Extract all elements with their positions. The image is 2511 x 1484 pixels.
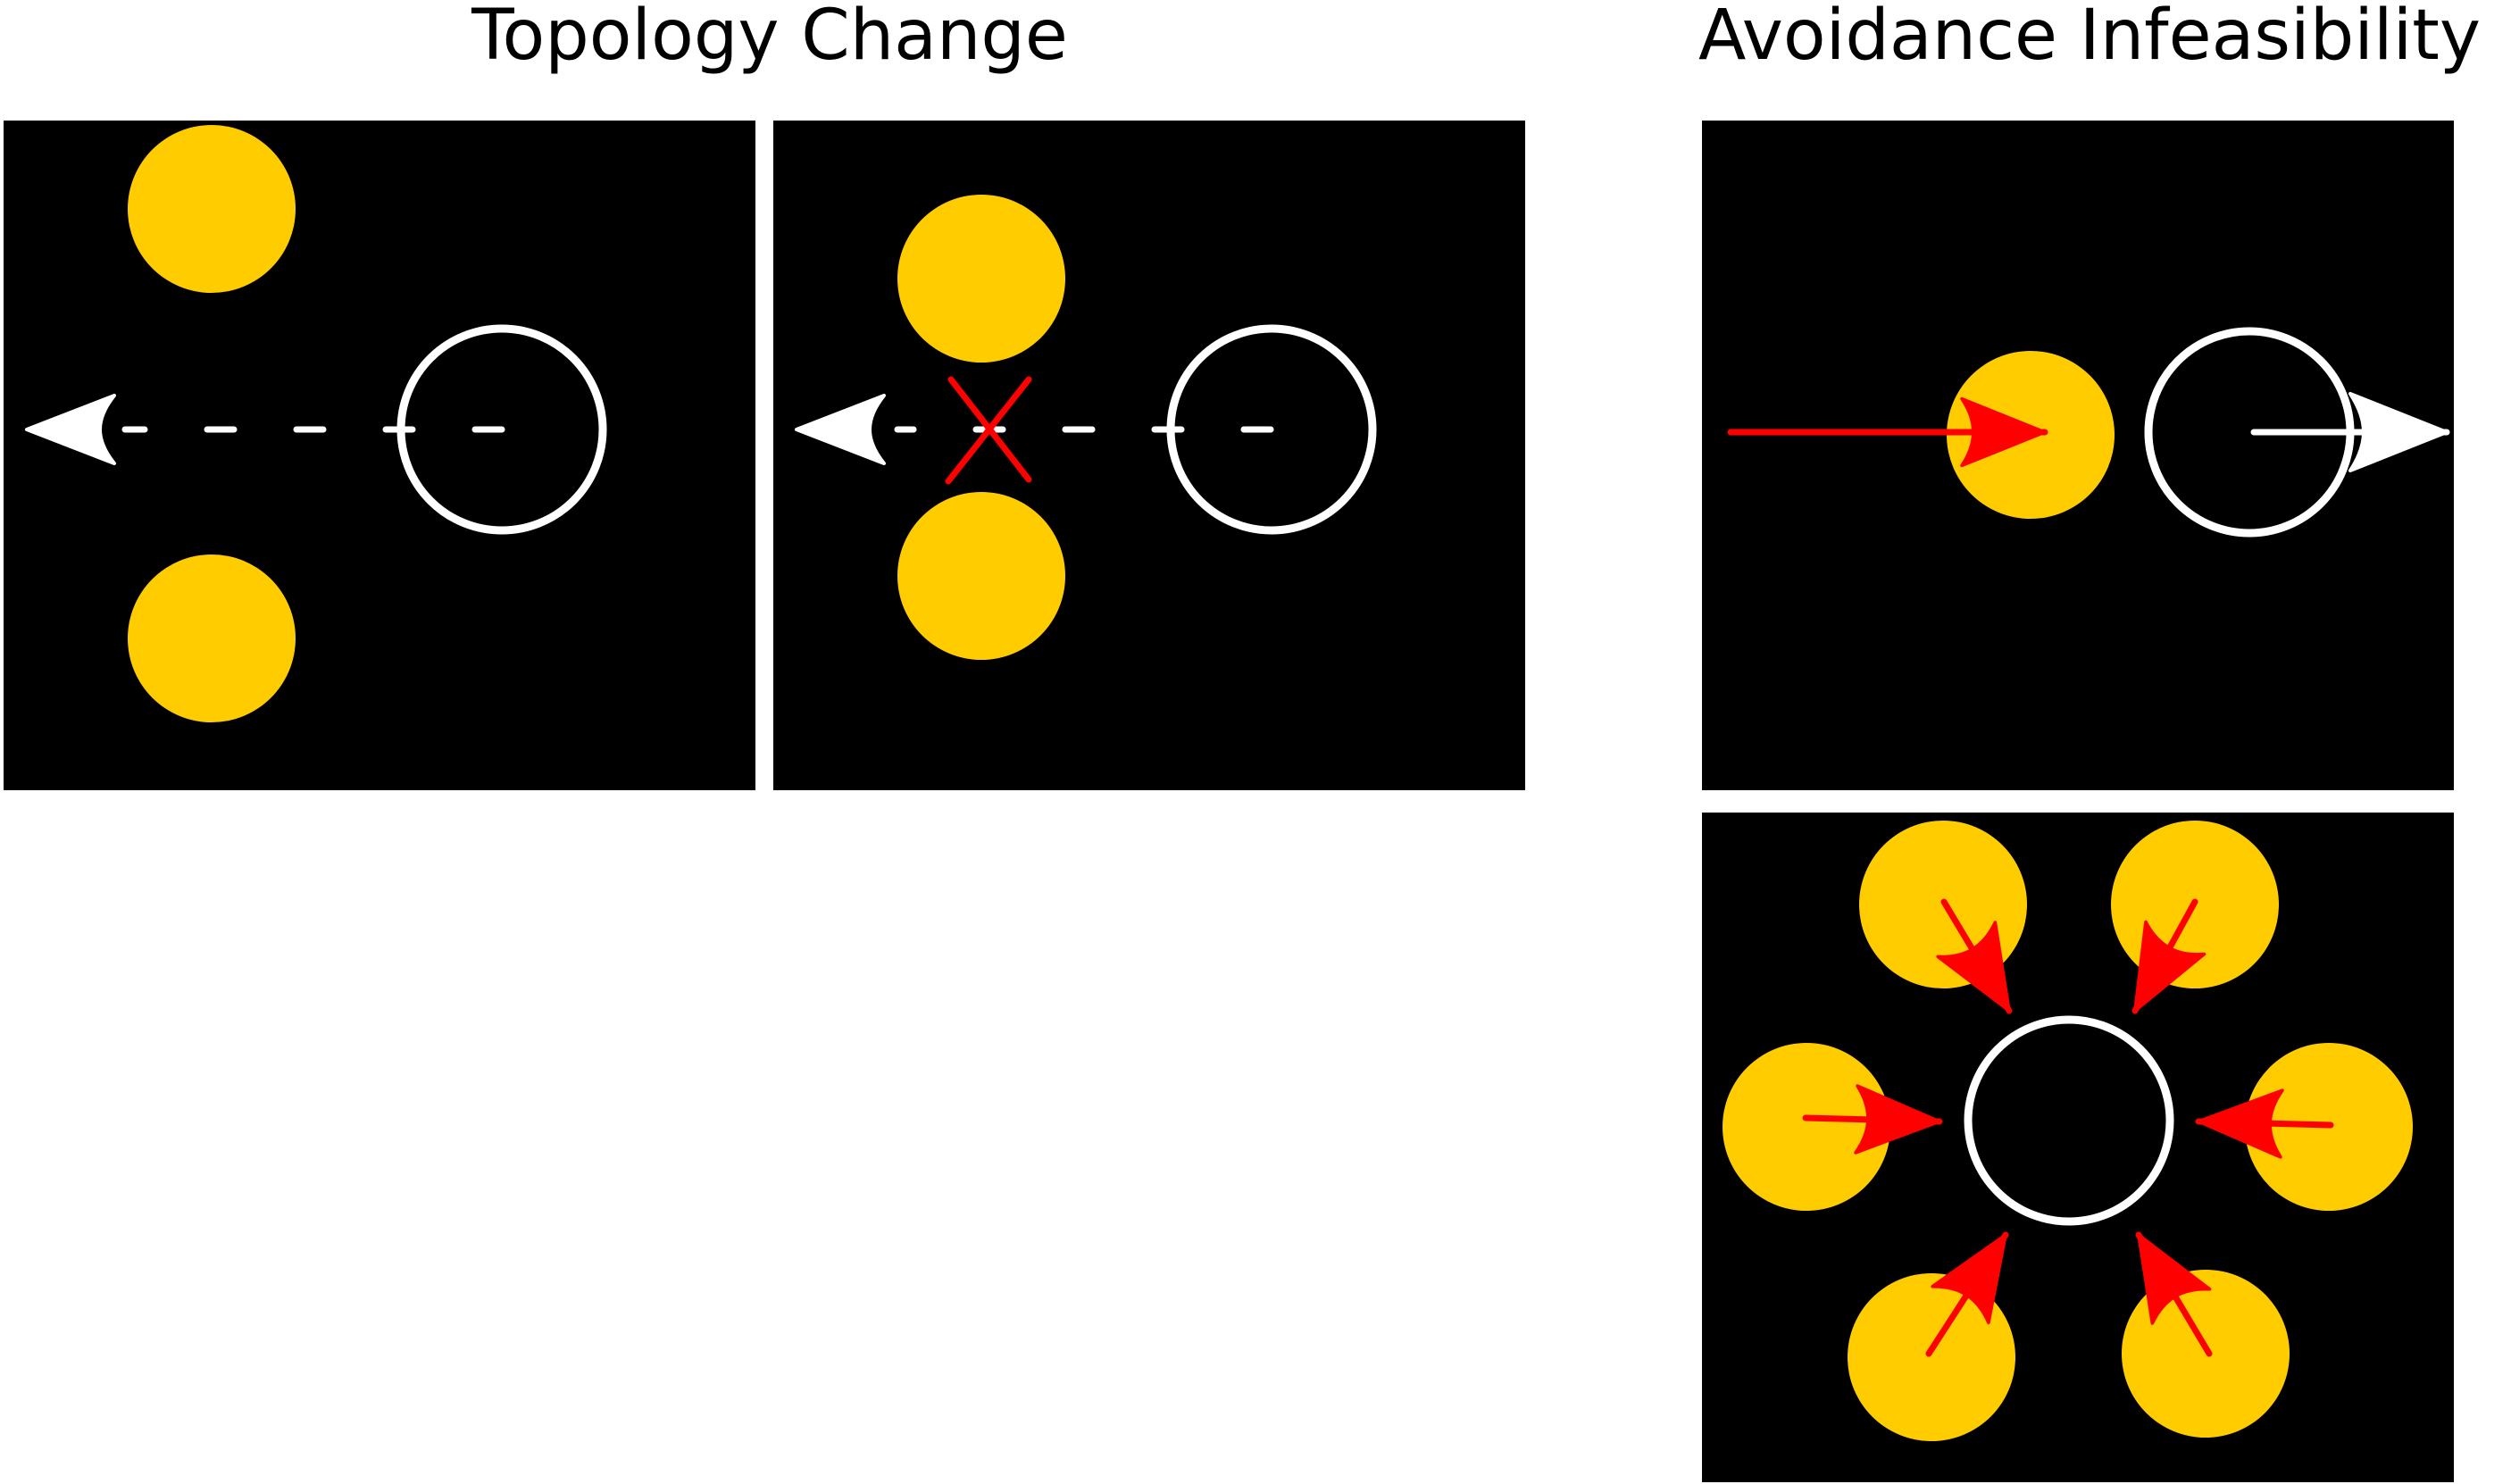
obstacle-velocity-arrow [1936,898,2013,1014]
obstacle-bottom-left [1848,1273,2015,1441]
planned-path-arrowhead [25,394,116,465]
obstacle-velocity-arrow [2131,898,2207,1014]
obstacle-top [128,125,296,293]
robot-circle [1964,1015,2174,1226]
blocked-cross-icon [945,376,1032,485]
obstacle-velocity-arrow [1925,1231,2009,1357]
obstacle-top [897,195,1065,363]
obstacle-left [1723,1043,1890,1211]
obstacle-velocity-arrow [1802,1084,1943,1155]
panel-avoidance-surrounded [1702,813,2454,1482]
avoidance-infeasibility-title: Avoidance Infeasibility [1698,0,2481,76]
panel-avoidance-single [1702,121,2454,790]
planned-path-arrowhead [795,394,886,465]
topology-change-title: Topology Change [471,0,1068,76]
panel-background [773,121,1525,790]
panel-topology-before [4,121,755,790]
obstacle-velocity-arrow [2195,1088,2334,1159]
obstacle-bottom [897,492,1065,660]
obstacle-velocity-arrow [2135,1231,2213,1357]
obstacle-bottom [128,554,296,722]
robot-circle [396,324,607,535]
panel-topology-after [773,121,1525,790]
robot-circle [1166,324,1377,535]
panel-background [4,121,755,790]
